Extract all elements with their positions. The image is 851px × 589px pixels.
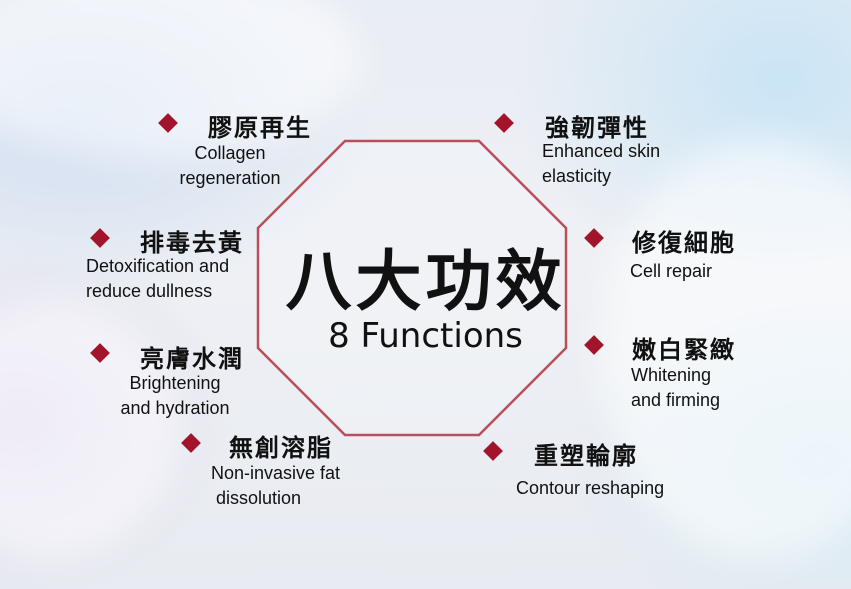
function-zh-contour: 重塑輪廓 <box>534 442 638 470</box>
function-zh-collagen: 膠原再生 <box>208 114 312 142</box>
function-en-contour: Contour reshaping <box>516 478 665 498</box>
center-title: 八大功效 <box>285 243 566 320</box>
function-zh-brightening: 亮膚水潤 <box>140 345 244 373</box>
function-zh-detox: 排毒去黃 <box>140 229 244 257</box>
function-zh-fat: 無創溶脂 <box>229 434 333 462</box>
center-subtitle: 8 Functions <box>328 316 523 356</box>
function-zh-elasticity: 強韌彈性 <box>545 114 649 142</box>
function-en-cell-repair: Cell repair <box>630 261 713 281</box>
function-zh-whitening: 嫩白緊緻 <box>632 336 736 364</box>
function-zh-cell-repair: 修復細胞 <box>632 229 736 257</box>
